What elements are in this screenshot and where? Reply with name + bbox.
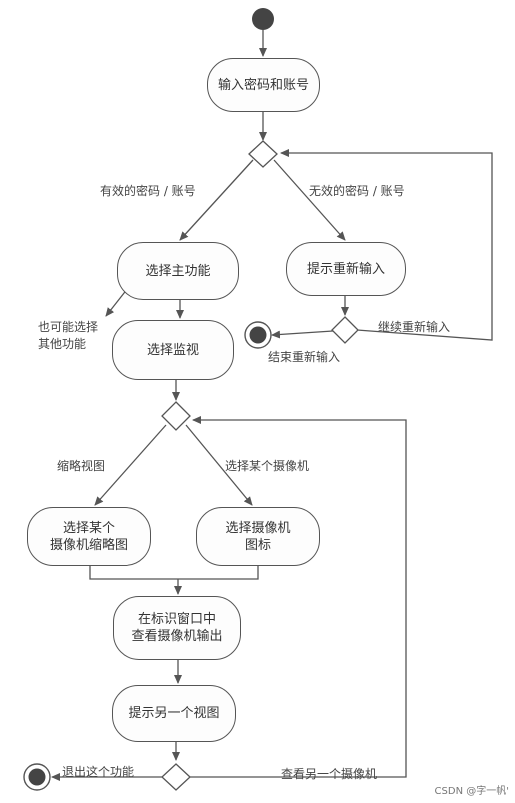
label-end-reenter: 结束重新输入 <box>268 350 341 364</box>
decision-credentials <box>248 140 278 168</box>
label-continue-reenter: 继续重新输入 <box>378 320 451 334</box>
node-choose-camera-icon-line2: 图标 <box>244 537 271 553</box>
edge-end-reenter <box>271 330 334 339</box>
start-node <box>252 8 274 30</box>
node-input-credentials-label: 输入密码和账号 <box>217 77 309 93</box>
label-valid-credentials: 有效的密码 / 账号 <box>100 184 196 198</box>
edge-thumb-merge <box>89 566 178 580</box>
edge-icon-merge <box>178 566 259 580</box>
node-prompt-another-view-label: 提示另一个视图 <box>128 706 220 721</box>
edge-choose-camera <box>185 424 253 506</box>
label-choose-a-camera: 选择某个摄像机 <box>225 459 310 473</box>
node-choose-main-function-label: 选择主功能 <box>145 263 211 279</box>
edge-invalid <box>273 159 346 241</box>
label-invalid-credentials: 无效的密码 / 账号 <box>309 184 405 198</box>
decision-view-type <box>161 401 191 431</box>
watermark: CSDN @字一帆' <box>434 786 509 797</box>
node-prompt-another-view: 提示另一个视图 <box>112 685 236 742</box>
label-may-choose-other-line2: 其他功能 <box>38 337 87 351</box>
node-choose-camera-thumbnail-line1: 选择某个 <box>62 520 115 536</box>
label-view-another-camera: 查看另一个摄像机 <box>281 767 378 781</box>
end-node-exit <box>23 763 51 791</box>
node-prompt-reenter: 提示重新输入 <box>286 242 406 296</box>
edge-thumbnail-view <box>94 424 167 506</box>
node-choose-camera-thumbnail: 选择某个 摄像机缩略图 <box>27 507 151 566</box>
node-view-camera-output-line2: 查看摄像机输出 <box>131 629 223 644</box>
end-node-reenter <box>244 321 272 349</box>
node-choose-camera-icon-line1: 选择摄像机 <box>225 520 291 536</box>
edge-continue-loop <box>280 149 493 341</box>
decision-exit <box>161 763 191 791</box>
node-choose-monitor-label: 选择监视 <box>146 342 199 358</box>
decision-reenter <box>331 316 359 344</box>
node-view-camera-output-line1: 在标识窗口中 <box>137 612 216 627</box>
node-choose-camera-icon: 选择摄像机 图标 <box>196 507 320 566</box>
node-input-credentials: 输入密码和账号 <box>207 58 320 112</box>
edge-another-camera-loop <box>189 416 407 778</box>
node-prompt-reenter-label: 提示重新输入 <box>306 261 385 277</box>
label-may-choose-other-line1: 也可能选择 <box>38 320 99 334</box>
node-choose-camera-thumbnail-line2: 摄像机缩略图 <box>49 537 128 553</box>
node-choose-monitor: 选择监视 <box>112 320 234 380</box>
edge-valid <box>179 159 254 241</box>
node-choose-main-function: 选择主功能 <box>117 242 239 300</box>
label-thumbnail-view: 缩略视图 <box>57 459 106 473</box>
node-view-camera-output: 在标识窗口中 查看摄像机输出 <box>113 596 241 660</box>
label-exit-function: 退出这个功能 <box>62 765 135 779</box>
